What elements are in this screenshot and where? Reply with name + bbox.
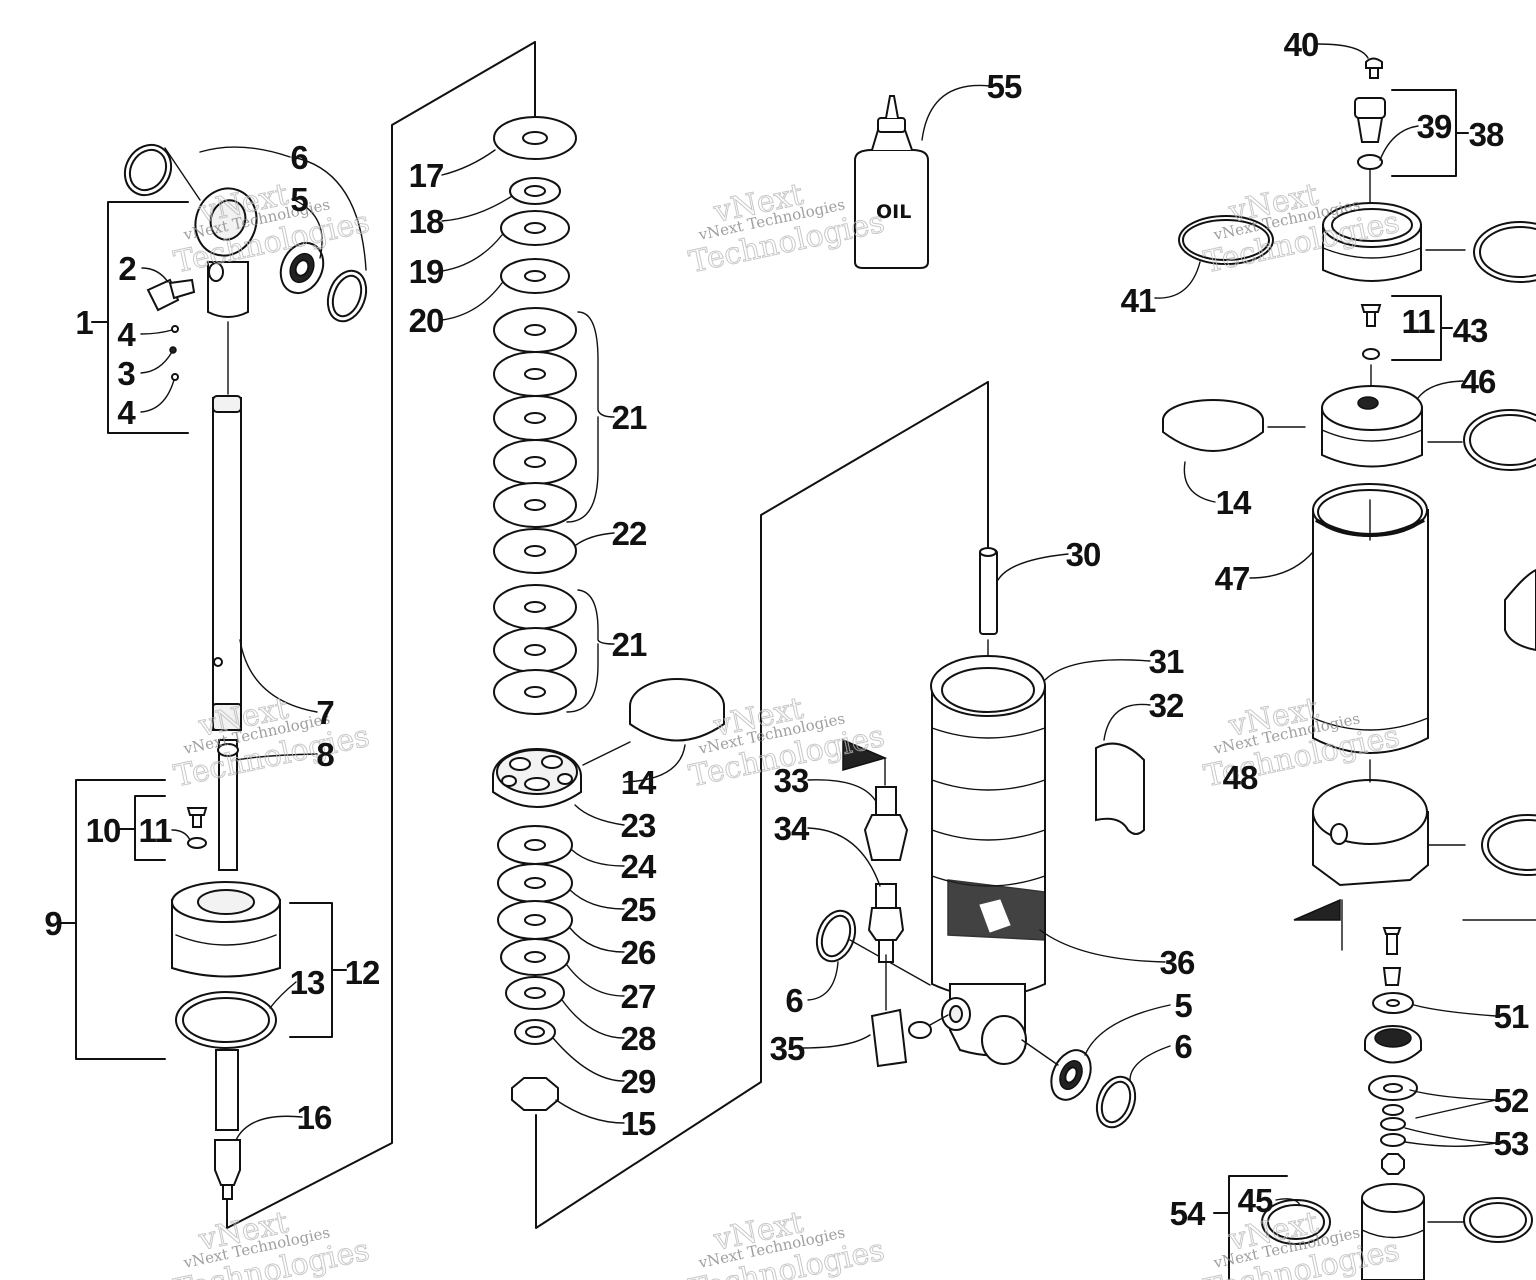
callout-30: 30 [1066, 536, 1101, 573]
callout-54: 54 [1170, 1195, 1206, 1232]
shim-stack [441, 116, 725, 1124]
callout-11: 11 [139, 812, 173, 849]
callout-5: 5 [290, 181, 308, 218]
callout-22: 22 [612, 515, 647, 552]
callout-11: 11 [1402, 303, 1436, 340]
callout-48: 48 [1223, 759, 1258, 796]
callout-52: 52 [1494, 1082, 1529, 1119]
shock-body [802, 547, 1171, 1129]
nut [511, 1077, 559, 1111]
callout-13: 13 [290, 964, 325, 1001]
callout-36: 36 [1160, 944, 1195, 981]
callout-19: 19 [409, 253, 444, 290]
callout-47: 47 [1215, 560, 1250, 597]
callout-14: 14 [621, 764, 657, 801]
oil-label: OIL [876, 201, 911, 223]
callout-21: 21 [612, 626, 647, 663]
callout-15: 15 [621, 1105, 656, 1142]
fitting [214, 1139, 241, 1186]
callout-9: 9 [44, 905, 62, 942]
callout-20: 20 [409, 302, 444, 339]
callout-18: 18 [409, 203, 444, 240]
shaft-guide [979, 549, 998, 635]
left-assembly [59, 143, 368, 1200]
callout-43: 43 [1453, 312, 1488, 349]
callout-51: 51 [1494, 998, 1529, 1035]
callout-26: 26 [621, 934, 656, 971]
callout-4: 4 [117, 316, 136, 353]
callout-34: 34 [774, 810, 810, 847]
callout-40: 40 [1284, 26, 1319, 63]
callout-2: 2 [118, 250, 136, 287]
callout-17: 17 [409, 157, 444, 194]
callout-4: 4 [117, 394, 136, 431]
callout-55: 55 [987, 68, 1022, 105]
callout-28: 28 [621, 1020, 656, 1057]
callout-29: 29 [621, 1063, 656, 1100]
callout-45: 45 [1238, 1182, 1273, 1219]
callout-33: 33 [774, 762, 809, 799]
callout-6: 6 [290, 139, 308, 176]
callout-25: 25 [621, 891, 656, 928]
callout-41: 41 [1121, 282, 1156, 319]
callout-8: 8 [316, 736, 334, 773]
callout-23: 23 [621, 807, 656, 844]
callout-35: 35 [770, 1030, 805, 1067]
callout-16: 16 [297, 1099, 332, 1136]
callout-12: 12 [345, 954, 380, 991]
callout-31: 31 [1149, 643, 1184, 680]
callout-53: 53 [1494, 1125, 1529, 1162]
callout-38: 38 [1469, 116, 1504, 153]
callout-7: 7 [316, 694, 333, 731]
callout-46: 46 [1461, 363, 1496, 400]
callout-5: 5 [1174, 987, 1192, 1024]
callout-24: 24 [621, 848, 657, 885]
callout-32: 32 [1149, 687, 1184, 724]
callout-3: 3 [117, 355, 135, 392]
callout-10: 10 [86, 812, 121, 849]
oil-bottle: OIL [854, 84, 991, 269]
callout-1: 1 [75, 304, 93, 341]
callout-27: 27 [621, 978, 656, 1015]
assembly-planes [226, 41, 989, 1229]
callout-21: 21 [612, 399, 647, 436]
callout-39: 39 [1417, 108, 1452, 145]
callout-14: 14 [1216, 484, 1252, 521]
reservoir-assembly [1154, 43, 1536, 1280]
spacer-block [1095, 742, 1145, 835]
callout-6: 6 [1174, 1028, 1192, 1065]
callout-6: 6 [785, 982, 803, 1019]
shaft [212, 397, 242, 731]
